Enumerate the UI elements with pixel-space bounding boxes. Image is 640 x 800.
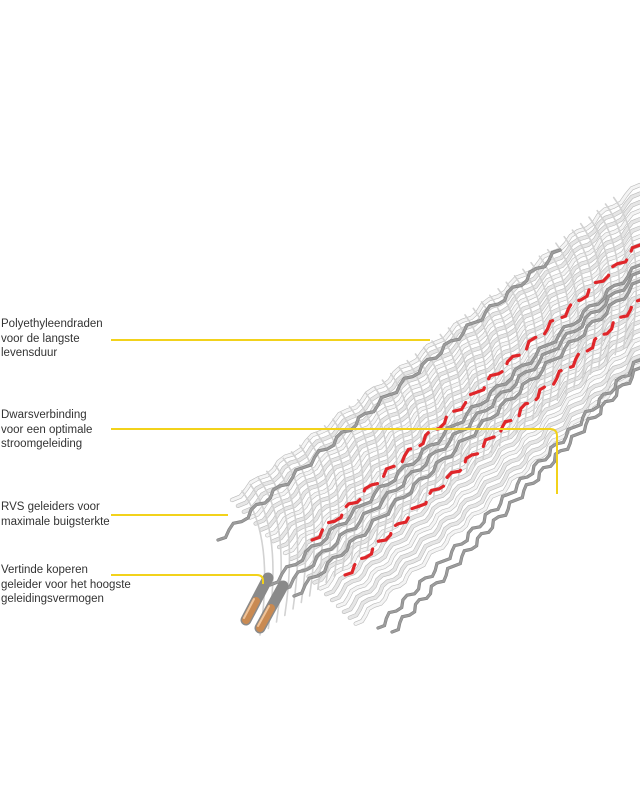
copper-core-right [254, 580, 289, 634]
polyethylene-strand [271, 243, 640, 543]
cross-weave-thread [323, 425, 349, 571]
cross-weave-thread [522, 268, 547, 415]
copper-core-left [240, 572, 274, 626]
stainless-conductor [292, 279, 640, 598]
cross-weave-thread [563, 235, 588, 382]
cross-weave-thread [596, 209, 621, 356]
cross-weave-thread [612, 196, 638, 343]
stainless-conductor [280, 270, 640, 592]
label-stainless-line-1: RVS geleiders voor [1, 501, 100, 513]
label-polyethylene: Polyethyleendraden voor de langste leven… [1, 317, 131, 361]
polyethylene-strand [342, 346, 640, 614]
label-copper: Vertinde koperen geleider voor het hoogs… [1, 563, 131, 607]
stainless-conductor [390, 366, 640, 634]
label-copper-line-3: geleidingsvermogen [1, 593, 104, 605]
red-conductor [343, 298, 640, 577]
cross-weave-thread [439, 333, 464, 480]
cross-weave-thread [489, 294, 514, 441]
stainless-conductor [216, 248, 562, 542]
cross-weave-thread [538, 255, 563, 401]
stainless-conductor [268, 263, 640, 587]
stainless-conductor [376, 358, 640, 630]
label-cross-connection-line-3: stroomgeleiding [1, 438, 83, 450]
leader-lines [111, 339, 558, 584]
leader-line-cross-connection [111, 428, 558, 494]
leader-line-copper [111, 574, 264, 584]
cross-weave-thread [480, 301, 506, 447]
cross-weave-thread [282, 457, 307, 604]
copper-cores [240, 572, 289, 634]
polyethylene-strand [336, 337, 640, 608]
label-polyethylene-line-2: voor de langste [1, 332, 80, 345]
label-stainless: RVS geleiders voor maximale buigsterkte [1, 500, 131, 529]
stainless-conductors [216, 248, 640, 634]
label-copper-line-1: Vertinde koperen [1, 564, 88, 576]
polyethylene-strand [330, 328, 640, 602]
polyethylene-strand [230, 183, 640, 502]
label-stainless-line-2: maximale buigsterkte [1, 515, 110, 528]
label-polyethylene-line-1: Polyethyleendraden [1, 318, 103, 330]
red-conductors [310, 243, 640, 577]
label-cross-connection-line-2: voor een optimale [1, 423, 93, 436]
cross-weave-thread [464, 314, 489, 460]
cross-weave-thread [356, 398, 382, 545]
cross-weave-thread [406, 359, 431, 506]
cross-weave-thread [389, 372, 415, 519]
cross-weave-thread [266, 470, 291, 617]
label-cross-connection-line-1: Dwarsverbinding [1, 409, 87, 421]
cross-weave-thread [431, 340, 456, 486]
cross-weave-thread [315, 431, 340, 578]
red-conductor [310, 243, 640, 542]
cross-weave-thread [555, 242, 580, 388]
label-polyethylene-line-3: levensduur [1, 347, 58, 359]
polyethylene-strand [265, 234, 640, 537]
cross-weave-thread [571, 229, 596, 375]
cross-weave-thread [381, 379, 406, 525]
polyethylene-strand [348, 354, 640, 620]
cross-weave-thread [299, 444, 324, 591]
label-cross-connection: Dwarsverbinding voor een optimale stroom… [1, 408, 131, 452]
cross-weave-thread [290, 451, 316, 597]
label-copper-line-2: geleider voor het hoogste [1, 578, 131, 591]
polyethylene-strand [354, 363, 640, 626]
cross-weave-thread [274, 464, 299, 610]
